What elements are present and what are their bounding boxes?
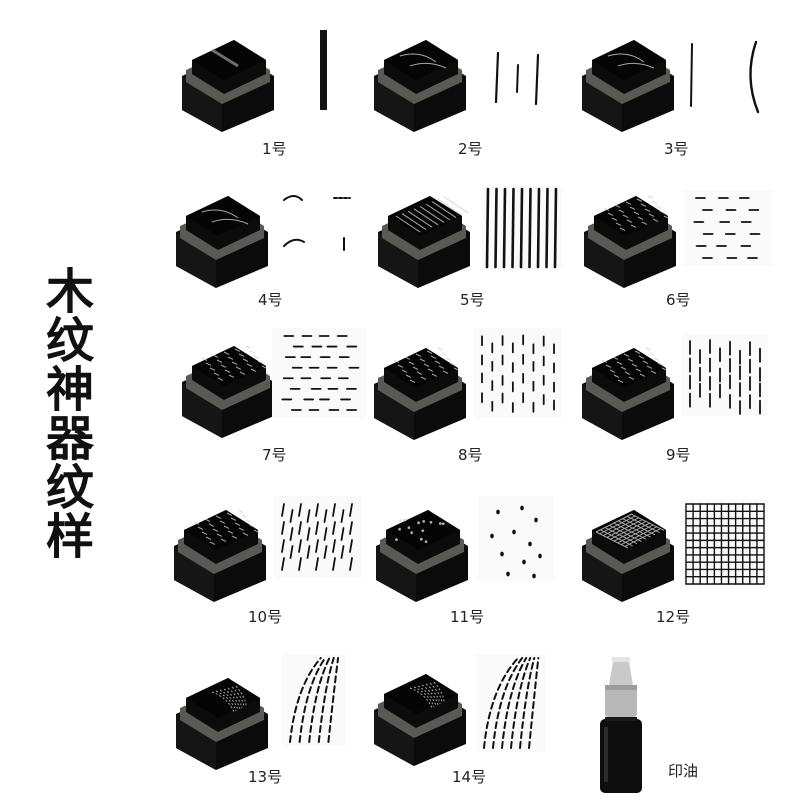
- pattern-print: [680, 38, 768, 116]
- pattern-sample: [482, 186, 562, 274]
- stamp-number-label: 13号: [248, 768, 283, 786]
- stamp-image: [176, 678, 268, 770]
- pattern-sample: [682, 500, 768, 592]
- stamp-number-label: 9号: [666, 446, 691, 464]
- stamp-image: [584, 195, 676, 288]
- stamp-image: [182, 345, 274, 438]
- title-char: 纹: [45, 460, 94, 516]
- vertical-title: 木 纹 神 器 纹 样: [40, 268, 100, 562]
- stamp-image: [374, 40, 466, 132]
- pattern-print: [482, 45, 554, 110]
- pattern-print: [682, 334, 768, 416]
- pattern-print: [684, 190, 772, 266]
- pattern-print: [300, 28, 350, 112]
- stamp-image: [376, 510, 468, 602]
- title-char: 纹: [45, 313, 94, 369]
- stamp-image: [374, 674, 466, 766]
- stamp-number-label: 4号: [258, 291, 283, 309]
- pattern-print: [282, 654, 346, 746]
- stamp-number-label: 12号: [656, 608, 691, 626]
- pattern-sample: [282, 654, 346, 750]
- stamp-number-label: 3号: [664, 140, 689, 158]
- ink-bottle-image: [600, 657, 642, 793]
- stamp-image: [182, 40, 274, 132]
- pattern-sample: [300, 28, 350, 116]
- stamp-number-label: 2号: [458, 140, 483, 158]
- stamp-image: [378, 196, 470, 288]
- stamp-image: [582, 40, 674, 132]
- stamp-number-label: 8号: [458, 446, 483, 464]
- stamp-number-label: 10号: [248, 608, 283, 626]
- pattern-sample: [680, 38, 768, 120]
- pattern-sample: [476, 654, 546, 756]
- title-char: 木: [45, 264, 94, 320]
- stamp-number-label: 11号: [450, 608, 485, 626]
- stamp-image: [176, 196, 268, 288]
- pattern-sample: [278, 190, 358, 264]
- pattern-sample: [482, 45, 554, 114]
- title-char: 神: [45, 362, 94, 418]
- pattern-print: [476, 654, 546, 752]
- stamp-image: [174, 509, 266, 602]
- pattern-sample: [272, 328, 366, 422]
- title-char: 器: [45, 411, 94, 467]
- stamp-number-label: 1号: [262, 140, 287, 158]
- stamp-number-label: 7号: [262, 446, 287, 464]
- stamp-image: [374, 347, 466, 440]
- stamp-image: [582, 347, 674, 440]
- pattern-print: [278, 190, 358, 260]
- pattern-sample: [274, 496, 362, 582]
- pattern-sample: [684, 190, 772, 270]
- title-char: 样: [45, 509, 94, 565]
- ink-bottle-label: 印油: [668, 762, 699, 780]
- stamp-image: [582, 510, 674, 602]
- pattern-print: [272, 328, 366, 418]
- pattern-print: [478, 496, 554, 582]
- pattern-sample: [682, 334, 768, 420]
- pattern-print: [274, 496, 362, 578]
- stamp-number-label: 5号: [460, 291, 485, 309]
- pattern-sample: [474, 328, 562, 422]
- stamp-number-label: 14号: [452, 768, 487, 786]
- pattern-print: [682, 500, 768, 588]
- pattern-sample: [478, 496, 554, 586]
- pattern-print: [482, 186, 562, 270]
- pattern-print: [474, 328, 562, 418]
- stamp-number-label: 6号: [666, 291, 691, 309]
